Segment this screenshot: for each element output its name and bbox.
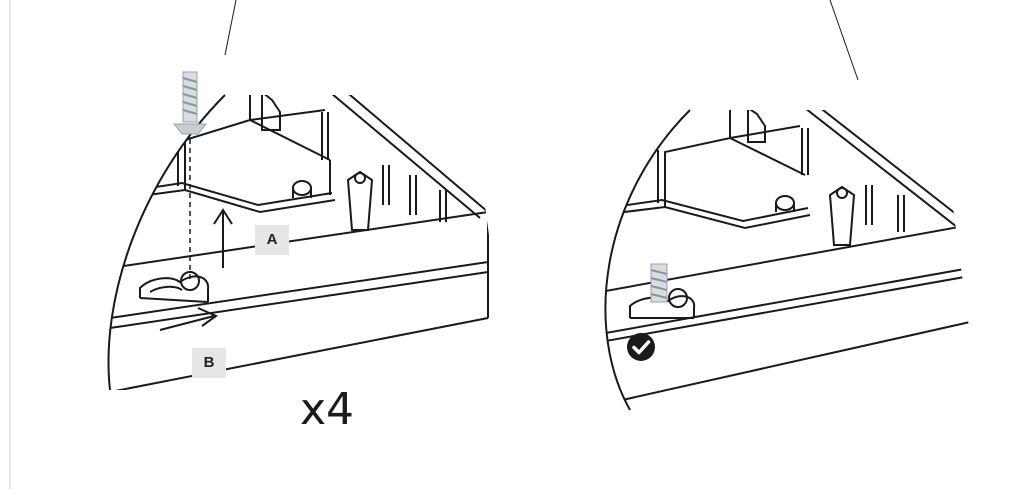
screw-icon xyxy=(172,71,208,135)
check-circle-icon xyxy=(627,333,655,361)
arrow-right-icon xyxy=(159,307,219,331)
callout-label-b: B xyxy=(192,348,226,378)
arrow-up-icon xyxy=(213,208,233,268)
leader-line-right xyxy=(829,0,859,81)
housing-cutaway-left xyxy=(109,95,489,390)
leader-line-left xyxy=(224,0,237,56)
detail-step-insert xyxy=(107,0,489,391)
callout-label-a: A xyxy=(255,225,289,255)
quantity-multiplier: x4 xyxy=(300,384,355,435)
cutaway-arc-left xyxy=(107,94,226,391)
installed-screw-icon xyxy=(650,263,668,303)
cutaway-arc-right xyxy=(604,109,691,411)
